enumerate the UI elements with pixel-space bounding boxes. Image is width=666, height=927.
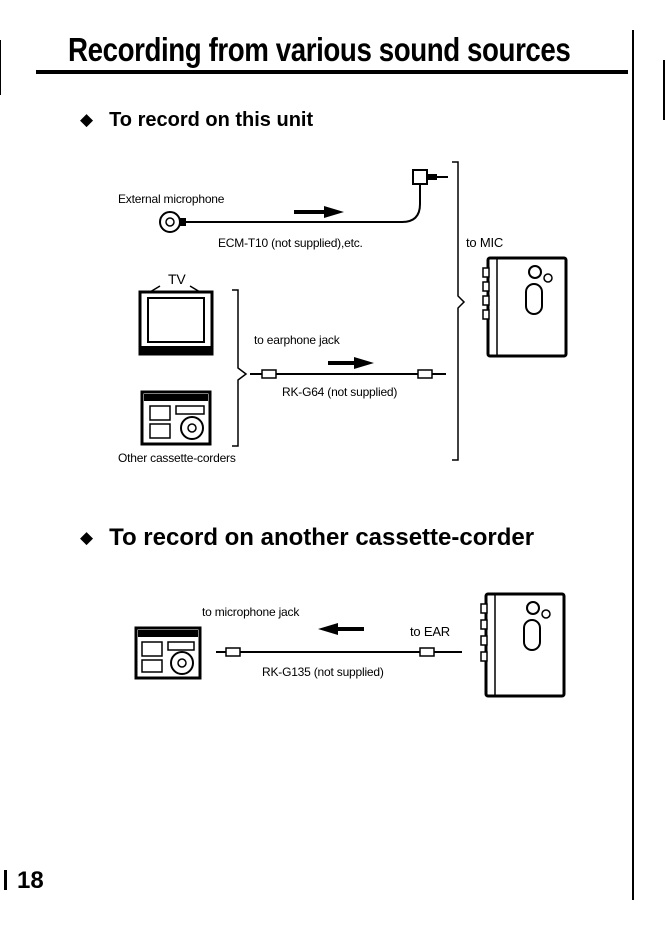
cassette-unit-icon <box>481 594 564 696</box>
tv-icon <box>140 286 212 354</box>
mini-plug-icon <box>413 170 448 184</box>
destination-bracket <box>452 162 464 460</box>
rk-g135-cable-icon <box>216 648 462 656</box>
section1-illustration <box>0 0 666 520</box>
section-heading-record-on-another: ◆ To record on another cassette-corder <box>80 524 534 552</box>
boombox-icon <box>136 628 200 678</box>
page-number-bar <box>4 870 7 890</box>
section-heading-text: To record on another cassette-corder <box>109 524 534 552</box>
section2-illustration <box>0 560 666 730</box>
earphone-cable-icon <box>250 370 446 378</box>
microphone-icon <box>160 212 186 232</box>
page-number-text: 18 <box>17 867 44 894</box>
direction-arrow-left-icon <box>318 623 364 635</box>
direction-arrow-icon <box>328 357 374 369</box>
page-number: 18 <box>4 866 44 896</box>
mic-cable-line <box>186 184 420 222</box>
diamond-bullet-icon: ◆ <box>80 524 93 552</box>
boombox-icon <box>142 392 210 444</box>
direction-arrow-icon <box>294 206 344 218</box>
source-bracket <box>232 290 246 446</box>
cassette-unit-icon <box>483 258 566 356</box>
